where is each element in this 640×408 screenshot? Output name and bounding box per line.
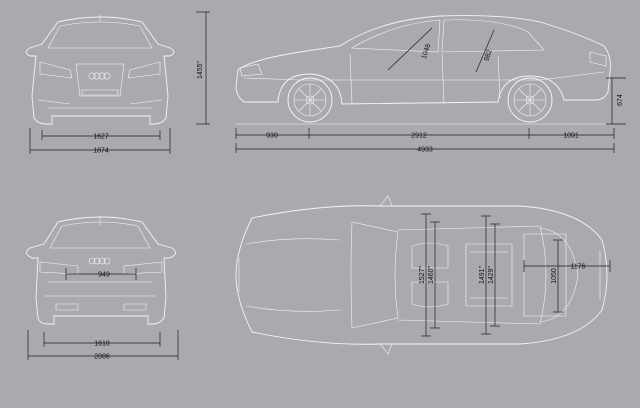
top-view <box>235 195 608 355</box>
trunk-length-label: 1176 <box>570 264 585 271</box>
length-label: 4933 <box>417 147 433 154</box>
front-dimensions: 1627 1874 1455" <box>29 11 210 155</box>
front-shoulder-label: 1527" <box>419 265 426 284</box>
wheelbase-label: 2912 <box>411 133 427 140</box>
rear-track-label: 1618 <box>94 341 110 348</box>
rear-dimensions: 949 1618 2086 <box>27 268 179 361</box>
front-overhang-label: 930 <box>266 133 278 140</box>
trunk-opening-label: 949 <box>98 272 110 279</box>
height-label: 1455" <box>197 60 204 79</box>
trunk-lip-label: 674 <box>617 94 624 106</box>
rear-overhang-label: 1091 <box>563 133 579 140</box>
rear-width-label: 2086 <box>94 354 110 361</box>
front-width-label: 1874 <box>93 148 109 155</box>
rear-view <box>26 216 176 325</box>
front-elbow-label: 1460" <box>428 265 435 284</box>
rear-shoulder-label: 1491" <box>479 265 486 284</box>
rear-headroom-label: 982 <box>483 49 493 62</box>
side-dimensions: 1046 982 674 930 2912 1091 4933 <box>235 27 626 154</box>
top-dimensions: 1527" 1460" 1491" 1429" 1176 1050 <box>419 213 611 337</box>
front-headroom-label: 1046 <box>421 43 433 60</box>
front-track-label: 1627 <box>93 134 109 141</box>
rear-elbow-label: 1429" <box>488 265 495 284</box>
front-view <box>25 14 175 125</box>
side-view <box>235 15 612 125</box>
trunk-width-label: 1050 <box>551 268 558 284</box>
